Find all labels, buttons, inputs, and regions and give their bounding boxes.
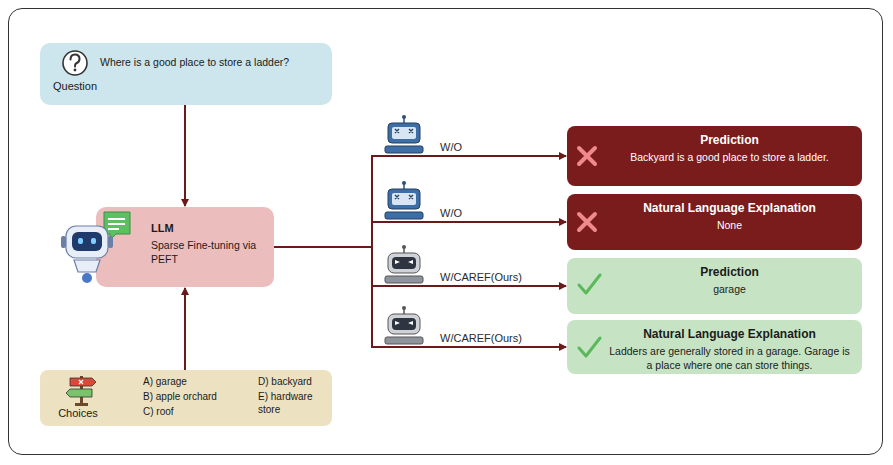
caref-robot-icon: [385, 306, 423, 344]
node-text: Ladders are generally stored in a garage…: [607, 345, 852, 372]
node-text: Sparse Fine-tuning via PEFT: [151, 239, 267, 266]
flow-arrow: [274, 156, 566, 247]
node-text: D) backyard: [258, 375, 330, 388]
node-text: C) roof: [143, 405, 253, 418]
node-text: A) garage: [143, 375, 253, 388]
node-text: Backyard is a good place to store a ladd…: [607, 151, 852, 165]
flow-arrow: [274, 222, 566, 247]
flow-arrow: [274, 247, 566, 347]
node-text: garage: [607, 283, 852, 297]
flow-arrow: [274, 247, 566, 286]
node-text: E) hardware store: [258, 390, 330, 416]
edge-label: W/O: [440, 141, 462, 153]
question-box: Question Where is a good place to store a…: [40, 43, 332, 105]
node-text: B) apple orchard: [143, 390, 253, 403]
question-icon: [63, 51, 87, 75]
flow-arrow: [184, 288, 186, 370]
node-heading: Question: [40, 79, 110, 93]
edge-label: W/O: [440, 207, 462, 219]
correct-result-box: Natural Language ExplanationLadders are …: [567, 320, 862, 374]
node-text: Where is a good place to store a ladder?: [100, 56, 328, 70]
node-heading: Natural Language Explanation: [607, 327, 852, 343]
edge-label: W/CAREF(Ours): [440, 332, 522, 344]
node-heading: Natural Language Explanation: [607, 201, 852, 217]
failing-robot-icon: [385, 115, 423, 153]
wrong-result-box: PredictionBackyard is a good place to st…: [567, 126, 862, 186]
node-text: None: [607, 219, 852, 233]
node-heading: LLM: [151, 221, 261, 235]
node-heading: Choices: [44, 406, 112, 420]
edge-label: W/CAREF(Ours): [440, 271, 522, 283]
correct-result-box: Prediction garage: [567, 258, 862, 314]
caref-robot-icon: [385, 245, 423, 283]
node-heading: Prediction: [607, 133, 852, 149]
failing-robot-icon: [385, 181, 423, 219]
flow-arrow: [184, 105, 186, 206]
node-heading: Prediction: [607, 265, 852, 281]
wrong-result-box: Natural Language ExplanationNone: [567, 194, 862, 250]
